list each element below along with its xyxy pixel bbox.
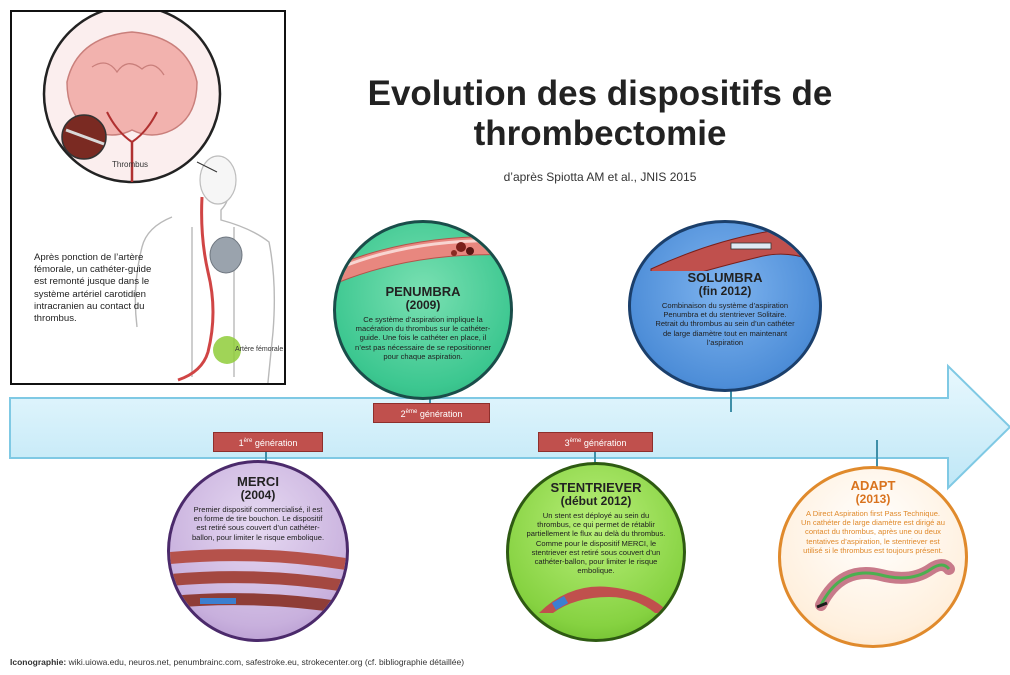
adapt-node: ADAPT (2013) A Direct Aspiration first P… (778, 466, 968, 648)
vessel-illustration (781, 557, 965, 613)
solumbra-description: Combinaison du système d’aspiration Penu… (652, 301, 798, 347)
heart (210, 237, 242, 273)
generation-3-label: 3ème génération (538, 432, 653, 452)
stentriever-year: (début 2012) (509, 495, 683, 508)
femoral-artery-label: Artère fémorale (235, 346, 285, 354)
adapt-description: A Direct Aspiration first Pass Technique… (801, 509, 945, 555)
solumbra-name: SOLUMBRA (631, 271, 819, 285)
vessel-illustration (170, 544, 346, 614)
artery-path (178, 197, 213, 380)
anatomy-inset: Après ponction de l’artère fémorale, un … (10, 10, 286, 385)
merci-description: Premier dispositif commercialisé, il est… (190, 505, 326, 542)
anatomy-illustration (12, 12, 284, 383)
iconography-credits: Iconographie: wiki.uiowa.edu, neuros.net… (10, 657, 464, 667)
generation-2-label: 2ème génération (373, 403, 490, 423)
penumbra-node: PENUMBRA (2009) Ce système d’aspiration … (333, 220, 513, 400)
merci-year: (2004) (170, 489, 346, 502)
thrombus-label: Thrombus (112, 160, 148, 169)
stentriever-description: Un stent est déployé au sein du thrombus… (526, 511, 666, 575)
page-subtitle: d’après Spiotta AM et al., JNIS 2015 (300, 170, 900, 184)
penumbra-name: PENUMBRA (336, 285, 510, 299)
iconography-label: Iconographie: (10, 657, 66, 667)
merci-node: MERCI (2004) Premier dispositif commerci… (167, 460, 349, 642)
solumbra-node: SOLUMBRA (fin 2012) Combinaison du systè… (628, 220, 822, 392)
penumbra-description: Ce système d’aspiration implique la macé… (352, 315, 494, 361)
adapt-year: (2013) (781, 493, 965, 506)
solumbra-year: (fin 2012) (631, 285, 819, 298)
penumbra-year: (2009) (336, 299, 510, 312)
iconography-sources: wiki.uiowa.edu, neuros.net, penumbrainc.… (69, 657, 464, 667)
generation-1-label: 1ère génération (213, 432, 323, 452)
head-outline (200, 156, 236, 204)
stentriever-node: STENTRIEVER (début 2012) Un stent est dé… (506, 462, 686, 642)
page-title: Evolution des dispositifs de thrombectom… (300, 74, 900, 154)
vessel-illustration (509, 575, 683, 615)
inset-description: Après ponction de l’artère fémorale, un … (34, 252, 156, 325)
